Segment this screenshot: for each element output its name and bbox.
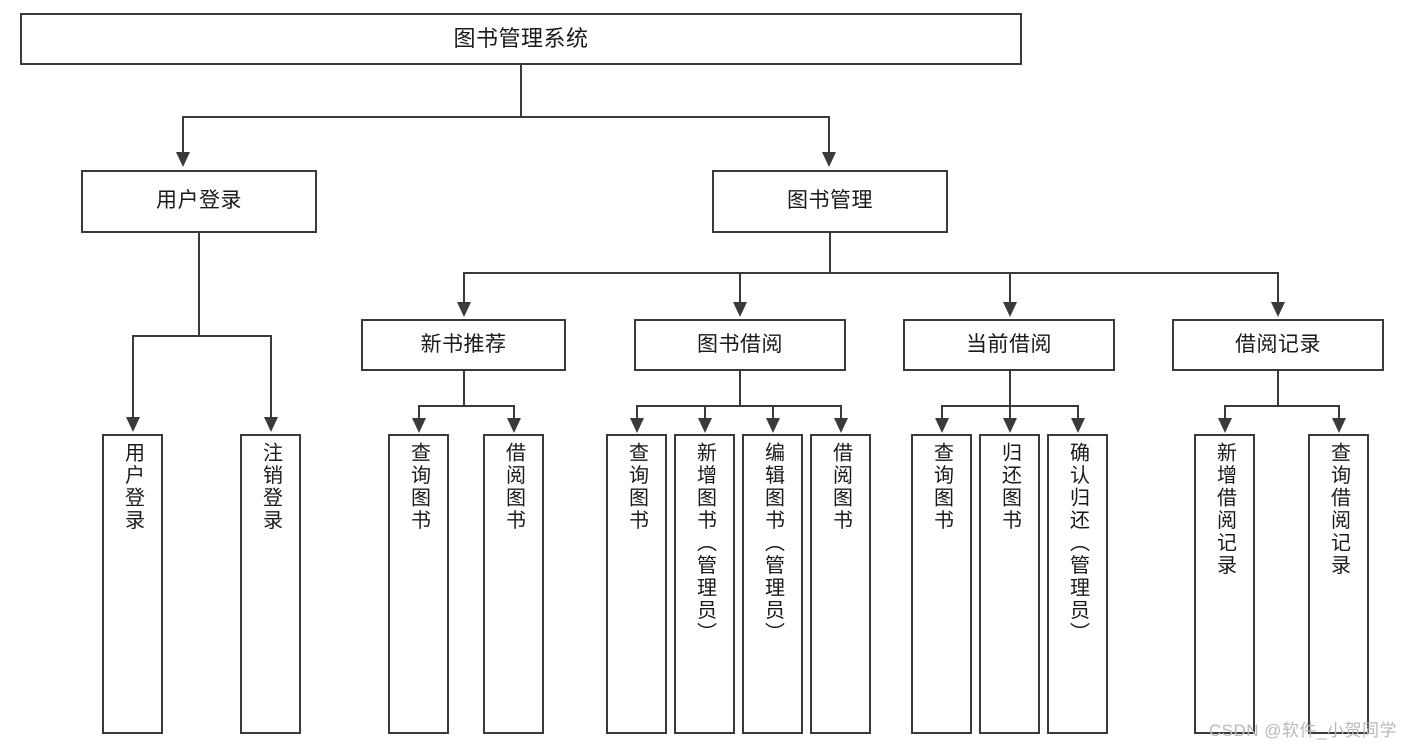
edge-borrow-record-trunk bbox=[1277, 371, 1279, 406]
leaf-book-borrow-edit[interactable]: 编辑图书（管理员） bbox=[742, 434, 803, 734]
leaf-current-borrow-confirm-return[interactable]: 确认归还（管理员） bbox=[1047, 434, 1108, 734]
edge-to-current-borrow bbox=[1009, 272, 1011, 304]
edge-to-book-borrow bbox=[739, 272, 741, 304]
edge-root-to-user-login bbox=[182, 116, 184, 154]
node-label: 图书借阅 bbox=[697, 332, 783, 356]
arrow-icon-to-current-borrow bbox=[1003, 302, 1017, 317]
node-label: 新增图书（管理员） bbox=[693, 442, 716, 645]
node-current-borrow[interactable]: 当前借阅 bbox=[903, 319, 1115, 371]
leaf-book-borrow-add[interactable]: 新增图书（管理员） bbox=[674, 434, 735, 734]
edge-user-login-trunk bbox=[198, 233, 200, 336]
node-user-login[interactable]: 用户登录 bbox=[81, 170, 317, 233]
node-root-system[interactable]: 图书管理系统 bbox=[20, 13, 1022, 65]
leaf-borrow-record-query[interactable]: 查询借阅记录 bbox=[1308, 434, 1369, 734]
node-label: 归还图书 bbox=[998, 442, 1021, 532]
leaf-book-borrow-query[interactable]: 查询图书 bbox=[606, 434, 667, 734]
node-new-book-recommend[interactable]: 新书推荐 bbox=[361, 319, 566, 371]
arrow-icon-user-login-leaf-1 bbox=[126, 417, 140, 432]
node-label: 图书管理系统 bbox=[453, 26, 589, 52]
edge-book-borrow-bus bbox=[636, 405, 842, 407]
arrow-icon-new-book-leaf-1 bbox=[412, 418, 426, 433]
edge-root-to-book-manage bbox=[828, 116, 830, 154]
edge-to-borrow-record bbox=[1277, 272, 1279, 304]
edge-root-bus bbox=[182, 116, 830, 118]
arrow-icon-to-borrow-record bbox=[1271, 302, 1285, 317]
leaf-user-login-logout[interactable]: 注销登录 bbox=[240, 434, 301, 734]
node-label: 注销登录 bbox=[259, 442, 282, 532]
arrow-icon-current-borrow-leaf-3 bbox=[1071, 418, 1085, 433]
edge-current-borrow-leaf-2 bbox=[1009, 405, 1011, 420]
leaf-current-borrow-return[interactable]: 归还图书 bbox=[979, 434, 1040, 734]
node-label: 编辑图书（管理员） bbox=[761, 442, 784, 645]
edge-user-login-bus bbox=[132, 335, 272, 337]
node-label: 新书推荐 bbox=[420, 332, 507, 356]
edge-to-new-book bbox=[463, 272, 465, 304]
node-borrow-record[interactable]: 借阅记录 bbox=[1172, 319, 1384, 371]
node-label: 借阅图书 bbox=[829, 442, 852, 532]
arrow-icon-current-borrow-leaf-2 bbox=[1003, 418, 1017, 433]
arrow-icon-borrow-record-leaf-1 bbox=[1218, 418, 1232, 433]
node-label: 查询图书 bbox=[407, 442, 430, 532]
node-label: 借阅记录 bbox=[1235, 332, 1321, 356]
node-book-borrow[interactable]: 图书借阅 bbox=[634, 319, 846, 371]
node-label: 新增借阅记录 bbox=[1213, 442, 1236, 577]
node-label: 用户登录 bbox=[121, 442, 144, 532]
arrow-icon-current-borrow-leaf-1 bbox=[935, 418, 949, 433]
arrow-icon-new-book-leaf-2 bbox=[507, 418, 521, 433]
edge-book-borrow-leaf-2 bbox=[704, 405, 706, 420]
arrow-icon-user-login-leaf-2 bbox=[264, 417, 278, 432]
arrow-icon-to-book-manage bbox=[822, 152, 836, 167]
edge-book-manage-trunk bbox=[829, 233, 831, 273]
edge-book-borrow-leaf-3 bbox=[772, 405, 774, 420]
edge-borrow-record-leaf-1 bbox=[1224, 405, 1226, 420]
edge-new-book-leaf-1 bbox=[418, 405, 420, 420]
edge-borrow-record-leaf-2 bbox=[1338, 405, 1340, 420]
node-label: 确认归还（管理员） bbox=[1066, 442, 1089, 645]
node-label: 借阅图书 bbox=[502, 442, 525, 532]
node-label: 图书管理 bbox=[787, 189, 873, 213]
leaf-user-login-login[interactable]: 用户登录 bbox=[102, 434, 163, 734]
leaf-borrow-record-add[interactable]: 新增借阅记录 bbox=[1194, 434, 1255, 734]
arrow-icon-borrow-record-leaf-2 bbox=[1332, 418, 1346, 433]
arrow-icon-to-book-borrow bbox=[733, 302, 747, 317]
arrow-icon-to-user-login bbox=[176, 152, 190, 167]
edge-user-login-to-leaf-1 bbox=[132, 335, 134, 419]
edge-current-borrow-leaf-1 bbox=[941, 405, 943, 420]
edge-current-borrow-trunk bbox=[1009, 371, 1011, 406]
leaf-book-borrow-borrow[interactable]: 借阅图书 bbox=[810, 434, 871, 734]
leaf-current-borrow-query[interactable]: 查询图书 bbox=[911, 434, 972, 734]
node-book-manage[interactable]: 图书管理 bbox=[712, 170, 948, 233]
arrow-icon-to-new-book bbox=[457, 302, 471, 317]
edge-new-book-leaf-2 bbox=[513, 405, 515, 420]
edge-book-borrow-trunk bbox=[739, 371, 741, 406]
arrow-icon-book-borrow-leaf-3 bbox=[766, 418, 780, 433]
node-label: 用户登录 bbox=[156, 189, 242, 213]
arrow-icon-book-borrow-leaf-4 bbox=[834, 418, 848, 433]
node-label: 查询借阅记录 bbox=[1327, 442, 1350, 577]
arrow-icon-book-borrow-leaf-1 bbox=[630, 418, 644, 433]
arrow-icon-book-borrow-leaf-2 bbox=[698, 418, 712, 433]
node-label: 查询图书 bbox=[930, 442, 953, 532]
edge-book-manage-bus bbox=[463, 272, 1277, 274]
leaf-new-book-borrow[interactable]: 借阅图书 bbox=[483, 434, 544, 734]
edge-new-book-trunk bbox=[463, 371, 465, 406]
edge-current-borrow-leaf-3 bbox=[1077, 405, 1079, 420]
leaf-new-book-query[interactable]: 查询图书 bbox=[388, 434, 449, 734]
edge-user-login-to-leaf-2 bbox=[270, 335, 272, 419]
edge-borrow-record-bus bbox=[1224, 405, 1340, 407]
edge-root-trunk bbox=[520, 65, 522, 117]
edge-book-borrow-leaf-1 bbox=[636, 405, 638, 420]
node-label: 当前借阅 bbox=[966, 332, 1052, 356]
edge-book-borrow-leaf-4 bbox=[840, 405, 842, 420]
edge-new-book-bus bbox=[418, 405, 515, 407]
node-label: 查询图书 bbox=[625, 442, 648, 532]
